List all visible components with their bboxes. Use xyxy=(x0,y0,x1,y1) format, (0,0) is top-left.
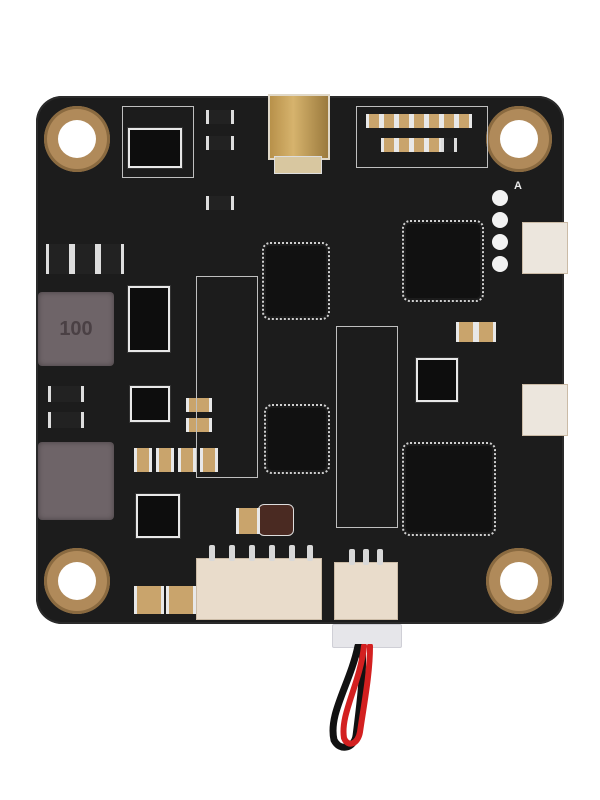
voltage-regulator xyxy=(128,128,182,168)
ic-right-top xyxy=(402,220,484,302)
solder-pad-1 xyxy=(492,190,508,206)
ic-center-bottom xyxy=(264,404,330,474)
smd-cap xyxy=(381,114,397,128)
smd-cap xyxy=(236,508,260,534)
inductor-marking: 100 xyxy=(59,317,93,340)
connector-pin xyxy=(269,545,275,561)
smd-cap xyxy=(200,448,218,472)
small-ic-2 xyxy=(416,358,458,402)
smd-cap xyxy=(426,114,442,128)
mounting-hole-bottom-right xyxy=(486,548,552,614)
inductor-bottom xyxy=(38,442,114,520)
smd-cap xyxy=(186,398,212,412)
trace-region-left xyxy=(196,276,258,478)
red-black-cable xyxy=(329,644,373,751)
solder-pad-3 xyxy=(492,234,508,250)
smd-cap xyxy=(134,448,152,472)
mosfet-left xyxy=(128,286,170,352)
connector-pin xyxy=(377,549,383,565)
smd-cap xyxy=(426,138,442,152)
smd-cap xyxy=(178,448,196,472)
smd-cap xyxy=(166,586,196,614)
connector-pin xyxy=(363,549,369,565)
smd-cap xyxy=(366,114,382,128)
smd-res xyxy=(206,110,234,124)
smd-res xyxy=(98,244,124,274)
smd-res xyxy=(46,244,72,274)
connector-pin xyxy=(249,545,255,561)
smd-res xyxy=(48,386,84,402)
smd-res xyxy=(441,138,457,152)
smd-cap xyxy=(134,586,164,614)
ic-right-bottom xyxy=(402,442,496,536)
smd-cap xyxy=(396,138,412,152)
mmcx-base xyxy=(274,156,322,174)
mounting-hole-top-left xyxy=(44,106,110,172)
connector-pin xyxy=(209,545,215,561)
solder-pad-2 xyxy=(492,212,508,228)
component-array-top xyxy=(356,106,488,168)
small-ic-3 xyxy=(136,494,180,538)
trace-region-center xyxy=(336,326,398,528)
connector-pin xyxy=(349,549,355,565)
side-button-top[interactable] xyxy=(522,222,568,274)
connector-pin xyxy=(289,545,295,561)
mounting-hole-top-right xyxy=(486,106,552,172)
smd-cap xyxy=(411,114,427,128)
solder-pad-4 xyxy=(492,256,508,272)
smd-res xyxy=(48,412,84,428)
smd-res xyxy=(206,136,234,150)
connector-pin xyxy=(307,545,313,561)
connector-pin xyxy=(229,545,235,561)
side-button-bottom[interactable] xyxy=(522,384,568,436)
smd-cap xyxy=(411,138,427,152)
smd-cap xyxy=(381,138,397,152)
jst-6pin-connector[interactable] xyxy=(196,545,322,620)
inductor-top: 100 xyxy=(38,292,114,366)
smd-cap xyxy=(186,418,212,432)
silkscreen-label: A xyxy=(514,180,522,192)
smd-cap xyxy=(456,322,476,342)
jst-3pin-connector[interactable] xyxy=(334,549,398,620)
smd-cap xyxy=(456,114,472,128)
regulator-area xyxy=(122,106,194,178)
smd-cap xyxy=(476,322,496,342)
ic-center-top xyxy=(262,242,330,320)
smd-cap xyxy=(396,114,412,128)
smd-res xyxy=(206,196,234,210)
brown-component xyxy=(258,504,294,536)
pcb-board: 100 A xyxy=(36,94,568,624)
smd-res xyxy=(72,244,98,274)
smd-cap xyxy=(156,448,174,472)
mounting-hole-bottom-left xyxy=(44,548,110,614)
small-ic xyxy=(130,386,170,422)
smd-cap xyxy=(441,114,457,128)
mmcx-antenna-connector xyxy=(268,94,330,160)
